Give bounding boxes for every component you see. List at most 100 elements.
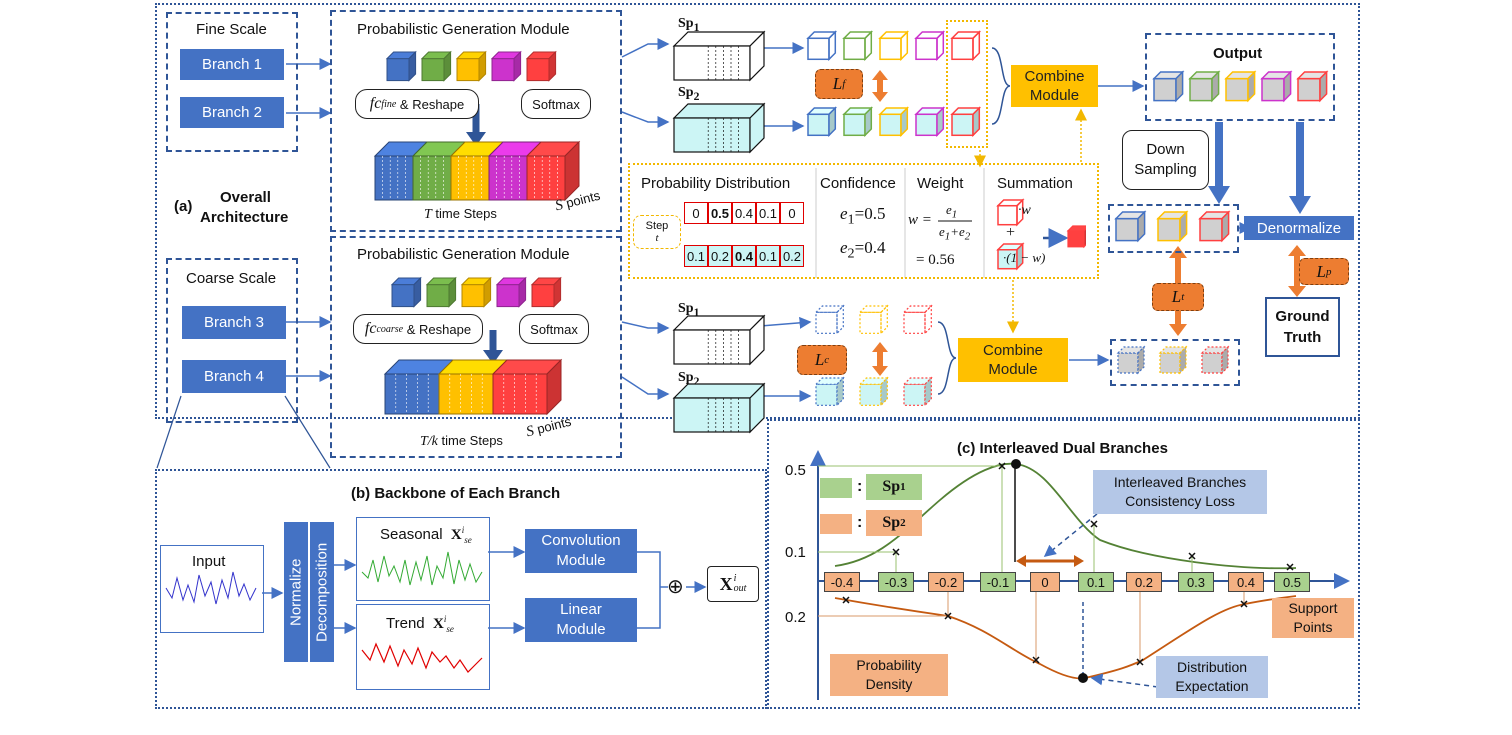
selected-step-highlight bbox=[946, 20, 988, 148]
summation-plus: + bbox=[1006, 224, 1016, 241]
cube-icon bbox=[385, 50, 417, 82]
cube-icon bbox=[530, 276, 562, 308]
confidence-e1: e1=0.5 bbox=[840, 204, 885, 228]
trend-label: Trend Xise bbox=[386, 614, 454, 634]
branch-2-box: Branch 2 bbox=[180, 97, 284, 128]
fine-scale-label: Fine Scale bbox=[196, 21, 267, 38]
ground-truth-line1: Ground bbox=[1275, 308, 1330, 325]
sp1-fine-symbol: Sp bbox=[678, 16, 694, 31]
fc-fine-subscript: fine bbox=[381, 98, 397, 110]
denormalize-box: Denormalize bbox=[1244, 216, 1354, 240]
down-sampling-line1: Down bbox=[1146, 141, 1185, 158]
pgm-coarse-title: Probabilistic Generation Module bbox=[357, 246, 570, 263]
cube-icon bbox=[1260, 70, 1293, 103]
coarse-scale-label: Coarse Scale bbox=[186, 270, 277, 287]
seasonal-x-sub: se bbox=[464, 535, 472, 545]
legend-sp1-swatch bbox=[820, 478, 852, 498]
sp2-fine-subscript: 2 bbox=[693, 89, 700, 103]
probability-cell: 0.4 bbox=[732, 245, 756, 267]
tensor-side-face bbox=[546, 358, 562, 416]
cube-icon bbox=[878, 106, 910, 138]
cube-icon bbox=[950, 106, 982, 138]
cube-icon bbox=[814, 376, 845, 407]
consistency-line2: Consistency Loss bbox=[1125, 493, 1235, 509]
convolution-line1: Convolution bbox=[541, 532, 621, 549]
density-line2: Density bbox=[865, 676, 913, 692]
prism-side-face bbox=[749, 382, 765, 434]
input-label: Input bbox=[192, 553, 226, 570]
cube-icon bbox=[806, 106, 838, 138]
support-point-tick: -0.1 bbox=[980, 572, 1016, 592]
support-point-tick: 0.4 bbox=[1228, 572, 1264, 592]
legend-sp1-symbol: Sp bbox=[882, 478, 901, 495]
sp2-coarse-symbol: Sp bbox=[678, 370, 694, 385]
seasonal-x-sup: i bbox=[461, 525, 465, 535]
prism-side-face bbox=[749, 102, 765, 154]
cube-icon bbox=[460, 276, 492, 308]
t-steps-fine: T time Steps bbox=[424, 206, 497, 223]
linear-line1: Linear bbox=[560, 601, 602, 618]
overall-title-line2: Architecture bbox=[200, 209, 289, 226]
output-frame bbox=[1145, 33, 1335, 121]
fc-fine-reshape: & Reshape bbox=[399, 96, 465, 112]
e1-value: =0.5 bbox=[854, 204, 886, 223]
probability-cell: 0.1 bbox=[756, 245, 780, 267]
support-line2: Points bbox=[1293, 619, 1333, 635]
expectation-line2: Expectation bbox=[1175, 678, 1249, 694]
support-point-tick: 0.3 bbox=[1178, 572, 1214, 592]
confidence-e2: e2=0.4 bbox=[840, 238, 885, 262]
probability-cell: 0.1 bbox=[684, 245, 708, 267]
probability-cell: 0.2 bbox=[780, 245, 804, 267]
softmax-fine-box: Softmax bbox=[521, 89, 591, 119]
consistency-line1: Interleaved Branches bbox=[1113, 474, 1247, 490]
weight-numerator: e1 bbox=[946, 202, 957, 221]
cube-icon bbox=[1116, 345, 1146, 375]
header-weight: Weight bbox=[917, 175, 964, 192]
down-sampling-line2: Sampling bbox=[1134, 161, 1197, 178]
cube-icon bbox=[902, 304, 933, 335]
weight-numerator-sub: 1 bbox=[951, 208, 958, 221]
cube-icon bbox=[1224, 70, 1257, 103]
output-x-symbol: X bbox=[719, 573, 733, 594]
legend-sp1-colon: : bbox=[857, 478, 863, 495]
cube-icon bbox=[842, 106, 874, 138]
prism-top-face bbox=[672, 31, 766, 47]
cube-icon bbox=[455, 50, 487, 82]
seasonal-x-symbol: X bbox=[450, 527, 462, 543]
prism-front-face bbox=[673, 397, 751, 433]
sp2-coarse-subscript: 2 bbox=[693, 374, 700, 388]
sp1-coarse-symbol: Sp bbox=[678, 301, 694, 316]
decomposition-block: Decomposition bbox=[310, 522, 334, 662]
backbone-frame bbox=[155, 469, 767, 709]
e1-subscript: 1 bbox=[847, 211, 855, 228]
e2-subscript: 2 bbox=[847, 245, 855, 262]
support-point-tick: -0.3 bbox=[878, 572, 914, 592]
pgm-coarse-frame bbox=[330, 236, 622, 458]
combine-fine-line2: Module bbox=[1029, 87, 1080, 104]
tensor-front-face bbox=[438, 373, 494, 415]
legend-sp1-subscript: 1 bbox=[900, 481, 906, 493]
sp1-fine-label: Sp1 bbox=[678, 16, 699, 34]
oplus-icon: ⊕ bbox=[667, 576, 684, 598]
cube-icon bbox=[1114, 210, 1147, 243]
cube-icon bbox=[950, 30, 982, 62]
cube-icon bbox=[1152, 70, 1185, 103]
ground-truth-line2: Truth bbox=[1283, 329, 1322, 346]
cube-icon bbox=[996, 198, 1025, 227]
loss-lt-symbol: L bbox=[1171, 287, 1182, 306]
t-symbol-fine: T bbox=[424, 207, 432, 222]
loss-lc-symbol: L bbox=[814, 350, 825, 369]
downsampled-frame bbox=[1108, 204, 1239, 253]
tensor-front-face bbox=[384, 373, 440, 415]
cube-icon bbox=[1158, 345, 1188, 375]
cube-icon bbox=[1200, 345, 1230, 375]
convolution-line2: Module bbox=[556, 552, 606, 569]
combine-coarse-line2: Module bbox=[988, 361, 1038, 378]
loss-lf-symbol: L bbox=[832, 74, 843, 93]
sp1-coarse-subscript: 1 bbox=[693, 305, 700, 319]
weight-denominator: e1+e2 bbox=[939, 224, 970, 243]
